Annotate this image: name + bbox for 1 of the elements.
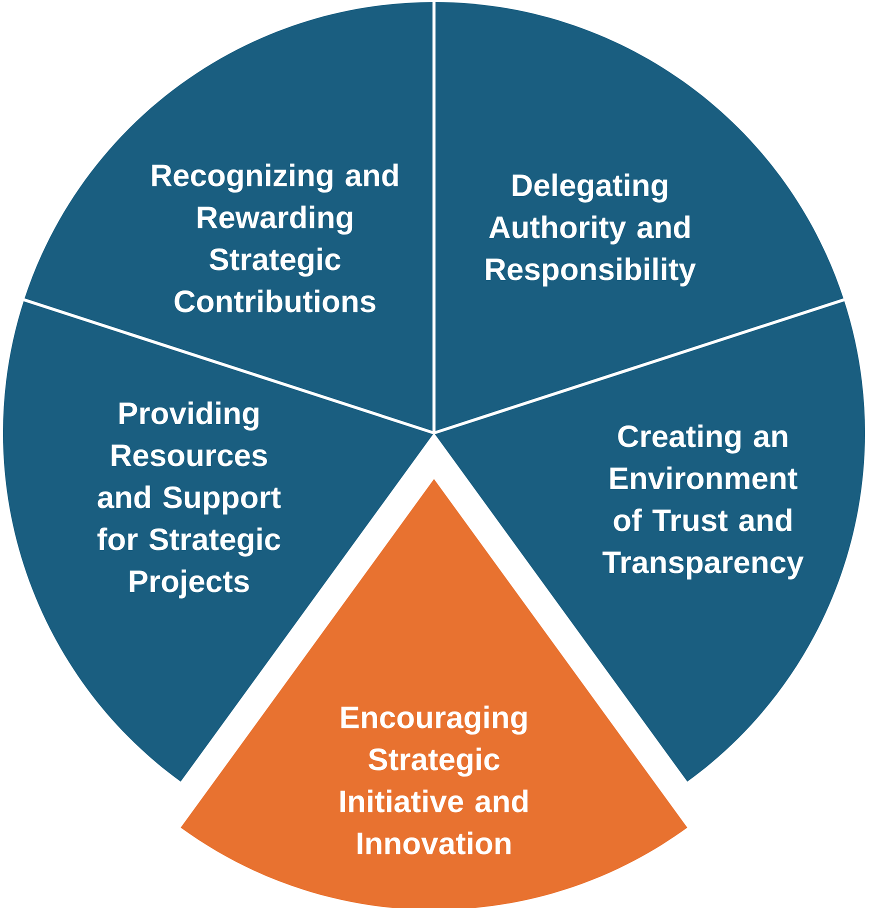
node-label: Delegating Authority and Responsibility	[486, 174, 696, 286]
